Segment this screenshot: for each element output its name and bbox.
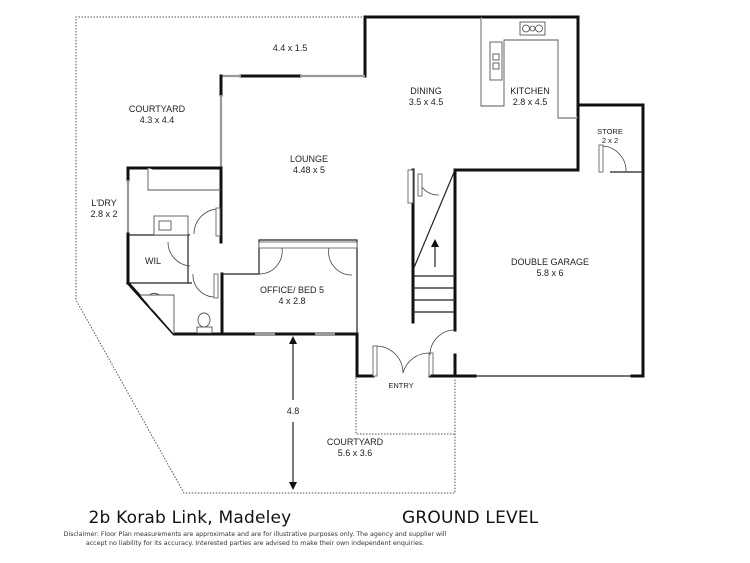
garage-dims: 5.8 x 6 [536,268,563,278]
entry-name: ENTRY [388,381,413,390]
terrace-dims: 4.4 x 1.5 [273,43,308,53]
toilet-icon [197,312,211,328]
garage-name: DOUBLE GARAGE [511,257,589,267]
arrow-up-icon [289,336,297,344]
kitchen-fixtures [480,17,578,119]
lounge-dims: 4.48 x 5 [293,165,325,175]
store-name: STORE [597,127,623,136]
cooktop-icon [519,21,546,36]
property-address: 2b Korab Link, Madeley [88,508,292,528]
floor-level-title: GROUND LEVEL [402,508,539,528]
disclaimer-line-1: Disclaimer: Floor Plan measurements are … [63,531,447,538]
courtyard-south-dims: 5.6 x 3.6 [338,448,373,458]
office-dims: 4 x 2.8 [278,296,305,306]
store-dims: 2 x 2 [602,136,618,145]
courtyard-north-dims: 4.3 x 4.4 [140,115,175,125]
stair-up-arrow-icon [431,239,439,247]
dining-name: DINING [410,86,442,96]
doors [167,144,627,374]
staircase [412,169,456,313]
dining-dims: 3.5 x 4.5 [409,97,444,107]
laundry-dims: 2.8 x 2 [90,209,117,219]
disclaimer: Disclaimer: Floor Plan measurements are … [40,531,470,548]
site-boundary [75,16,456,494]
kitchen-name: KITCHEN [510,86,550,96]
wil-name: WIL [145,256,161,266]
dimension-arrow: 4.8 [287,336,300,490]
arrow-down-icon [289,482,297,490]
laundry-fixtures [140,168,221,334]
laundry-name: L'DRY [91,198,117,208]
walls [125,15,645,378]
kitchen-dims: 2.8 x 4.5 [513,97,548,107]
room-labels: 4.4 x 1.5 COURTYARD 4.3 x 4.4 DINING 3.5… [90,43,622,458]
dimension-label: 4.8 [287,406,300,416]
lounge-name: LOUNGE [290,154,328,164]
courtyard-south-name: COURTYARD [327,437,384,447]
courtyard-north-name: COURTYARD [129,104,186,114]
disclaimer-line-2: accept no liability for its accuracy. In… [85,539,425,547]
office-name: OFFICE/ BED 5 [260,285,324,295]
